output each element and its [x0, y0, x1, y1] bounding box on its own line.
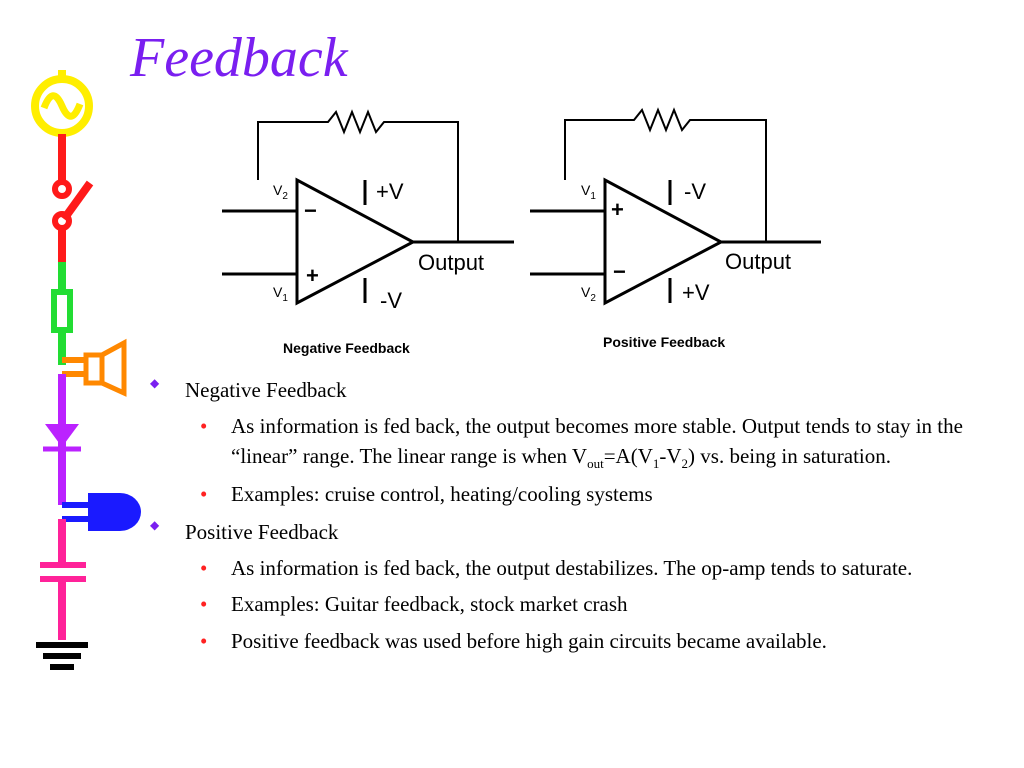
bullet-positive-feedback: ◆ Positive Feedback: [150, 517, 1000, 547]
op-amp-triangle: [603, 177, 725, 306]
top-input-label: V2: [273, 182, 288, 202]
top-supply-label: -V: [684, 179, 706, 204]
bottom-input-label: V2: [581, 284, 596, 304]
bullet-heading: Negative Feedback: [185, 378, 347, 402]
sub-bullet: • Positive feedback was used before high…: [150, 627, 1000, 656]
circuit-caption: Positive Feedback: [603, 334, 725, 350]
sub-bullet-text: As information is fed back, the output b…: [231, 414, 963, 472]
sub-bullet: • Examples: Guitar feedback, stock marke…: [150, 590, 1000, 619]
ground-icon: [36, 642, 88, 670]
inverting-sign: −: [613, 259, 626, 284]
inverting-sign: −: [304, 198, 317, 223]
diode-icon: [43, 374, 81, 505]
sub-bullet-text: Positive feedback was used before high g…: [231, 628, 827, 653]
sub-bullet-text: Examples: Guitar feedback, stock market …: [231, 592, 628, 617]
bullet-negative-feedback: ◆ Negative Feedback: [150, 375, 1000, 405]
switch-icon: [52, 134, 94, 262]
sub-bullet-marker: •: [200, 556, 208, 581]
op-amp-triangle: [295, 177, 417, 306]
bottom-input-label: V1: [273, 284, 288, 304]
bullet-heading: Positive Feedback: [185, 519, 339, 544]
sub-bullet: • Examples: cruise control, heating/cool…: [150, 480, 1000, 509]
sub-bullet: • As information is fed back, the output…: [150, 554, 1000, 583]
sub-bullet-marker: •: [200, 482, 208, 507]
lamp-icon: [62, 493, 141, 531]
sub-bullet-text: As information is fed back, the output d…: [231, 556, 913, 581]
sub-bullet-marker: •: [200, 628, 208, 653]
output-label: Output: [725, 249, 791, 274]
bullet-list: ◆ Negative Feedback • As information is …: [150, 375, 1000, 656]
fuse-icon: [51, 262, 73, 365]
bullet-marker: ◆: [150, 376, 160, 390]
sub-bullet: • As information is fed back, the output…: [150, 412, 1000, 473]
non-inverting-sign: +: [611, 197, 624, 222]
speaker-icon: [62, 338, 127, 397]
bottom-supply-label: -V: [380, 288, 402, 313]
non-inverting-sign: +: [306, 263, 319, 288]
sub-bullet-text: Examples: cruise control, heating/coolin…: [231, 482, 653, 507]
bullet-marker: ◆: [150, 517, 160, 532]
top-supply-label: +V: [376, 179, 404, 204]
bottom-supply-label: +V: [682, 280, 710, 305]
capacitor-icon: [40, 519, 86, 640]
top-input-label: V1: [581, 182, 596, 202]
output-label: Output: [418, 250, 484, 275]
circuit-decoration-strip: [31, 70, 141, 670]
ac-source-icon: [31, 70, 93, 137]
negative-feedback-circuit: V2 V1 − + +V -V Output Negative Feedback: [222, 109, 514, 356]
positive-feedback-circuit: V1 V2 + − -V +V Output Positive Feedback: [530, 107, 821, 350]
circuit-caption: Negative Feedback: [283, 340, 410, 356]
sub-bullet-marker: •: [200, 414, 208, 439]
slide-title: Feedback: [130, 27, 348, 89]
sub-bullet-marker: •: [200, 592, 208, 617]
